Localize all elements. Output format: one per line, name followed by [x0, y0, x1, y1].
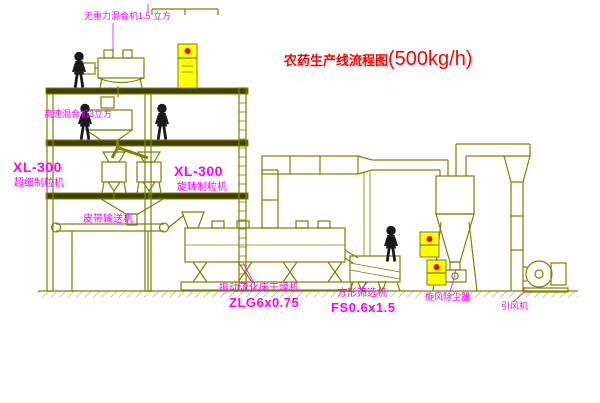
cyclone-outlet-duct — [455, 143, 531, 176]
label-gravity-mixer: 无重力混合机1.5 立方 — [84, 11, 172, 21]
gravity-mixer-machine — [79, 49, 145, 97]
label-belt-conveyor: 皮带输送机 — [83, 214, 133, 225]
label-fan: 引风机 — [501, 301, 529, 311]
label-sieve-name: 方形筛选机 — [337, 288, 387, 299]
label-leader-lines — [112, 23, 528, 303]
induced-draft-fan-machine — [523, 260, 569, 293]
exhaust-stack — [503, 155, 531, 291]
square-sieve-machine — [349, 255, 401, 293]
label-granulator-right-name: 旋转制粒机 — [177, 182, 227, 193]
exhaust-duct — [261, 155, 449, 229]
diagram-title-capacity: (500kg/h) — [388, 48, 473, 70]
person-figure-roof — [71, 50, 87, 89]
control-cabinet-top — [177, 43, 198, 89]
belt-conveyor-machine — [50, 214, 185, 292]
dryer-feed-hopper — [181, 211, 205, 229]
label-dryer-model: ZLG6x0.75 — [229, 295, 300, 310]
label-dryer-name: 振动流化床干燥机 — [219, 283, 299, 294]
building-structure — [45, 87, 249, 292]
label-sieve-model: FS0.6x1.5 — [331, 300, 396, 315]
label-granulator-left-model: XL-300 — [13, 159, 62, 175]
diagram-title-text: 农药生产线流程图 — [284, 53, 389, 68]
label-granulator-right-model: XL-300 — [174, 163, 223, 179]
diagram-title: 农药生产线流程图(500kg/h) — [284, 48, 473, 71]
roof-beam — [147, 4, 219, 15]
fluid-bed-dryer-machine — [180, 220, 359, 291]
granulator-left-machine — [101, 151, 127, 199]
control-cabinet-cyclone-1 — [419, 231, 440, 258]
granulator-right-machine — [136, 151, 162, 199]
label-granulator-left-name: 超细制粒机 — [14, 178, 64, 189]
y-pipe — [110, 140, 149, 160]
control-cabinet-cyclone-2 — [426, 259, 447, 286]
sieve-dust-duct — [363, 172, 371, 256]
label-high-speed-mixer: 高速混合机3立方 — [44, 109, 113, 119]
person-figure-floor2-right — [154, 102, 170, 141]
label-cyclone: 旋风除尘器 — [425, 292, 471, 302]
ground-line — [38, 290, 578, 298]
collector-hopper — [98, 198, 166, 226]
